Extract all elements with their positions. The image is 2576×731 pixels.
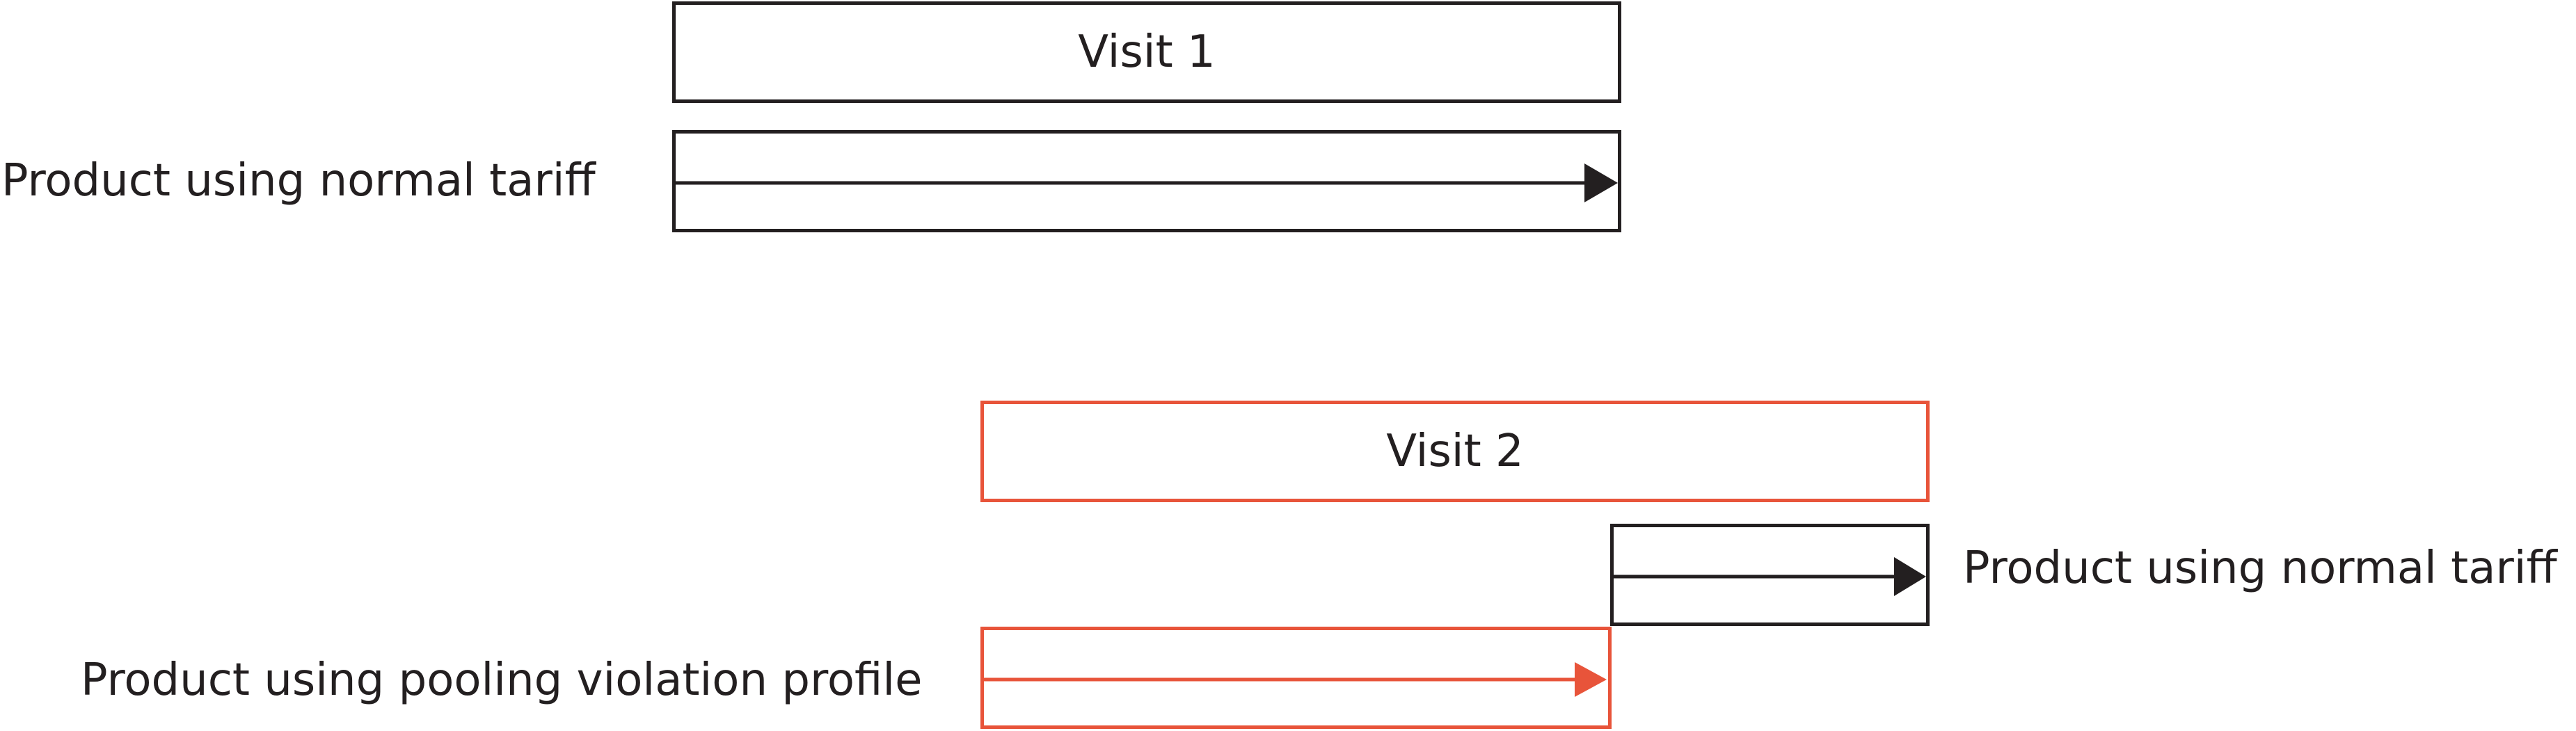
row-label-pooling-violation: Product using pooling violation profile (81, 654, 923, 706)
pooling-violation-arrow-box (980, 627, 1612, 729)
arrow-right-icon (676, 163, 1618, 202)
visit-2-box: Visit 2 (980, 401, 1930, 502)
normal-tariff-arrow-box-visit-2 (1610, 524, 1930, 626)
row-label-normal-tariff-visit-2: Product using normal tariff (1963, 543, 2557, 594)
visit-1-box: Visit 1 (672, 1, 1621, 103)
row-label-normal-tariff-visit-1: Product using normal tariff (1, 155, 596, 207)
normal-tariff-arrow-box-visit-1 (672, 130, 1621, 232)
arrow-right-icon (1614, 557, 1926, 596)
arrow-right-icon (984, 662, 1607, 697)
visit-1-title: Visit 1 (1078, 26, 1216, 78)
visit-2-title: Visit 2 (1386, 426, 1524, 477)
